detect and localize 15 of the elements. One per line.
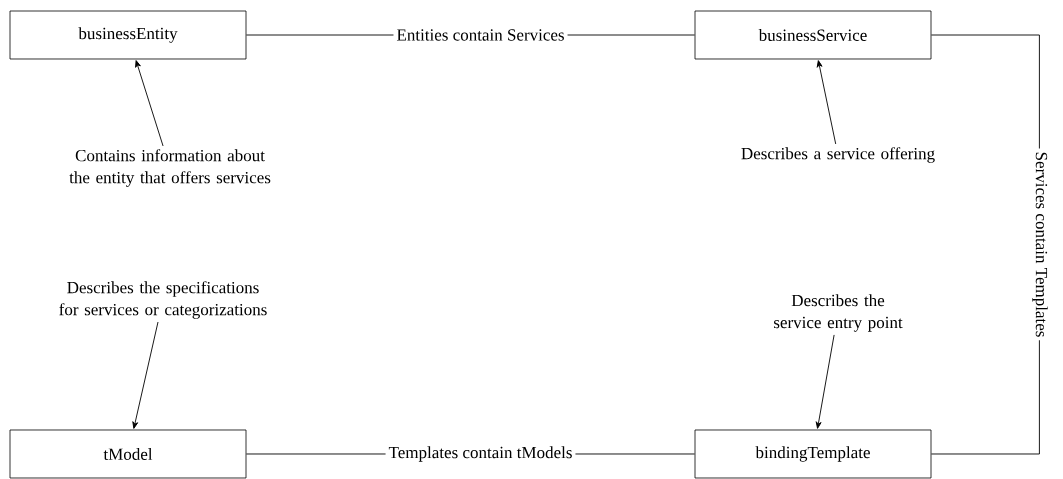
description-text: Contains information about the entity that offers services — [69, 149, 271, 187]
entity-box: businessService — [694, 10, 932, 60]
edge-label: Services contain Templates — [1029, 148, 1051, 341]
edge-label: Entities contain Services — [393, 26, 568, 44]
connector — [816, 60, 837, 145]
edge-label: Templates contain tModels — [385, 443, 576, 465]
connector — [815, 334, 835, 429]
connector — [132, 321, 159, 429]
description-text: Describes a service offering — [741, 147, 935, 163]
entity-box: tModel — [9, 429, 247, 479]
connector — [135, 60, 164, 147]
description-text: Describes the service entry point — [774, 294, 903, 332]
description-text: Describes the specifications for services or categorizations — [59, 281, 267, 319]
entity-box: businessEntity — [9, 10, 247, 60]
entity-box: bindingTemplate — [694, 429, 932, 479]
